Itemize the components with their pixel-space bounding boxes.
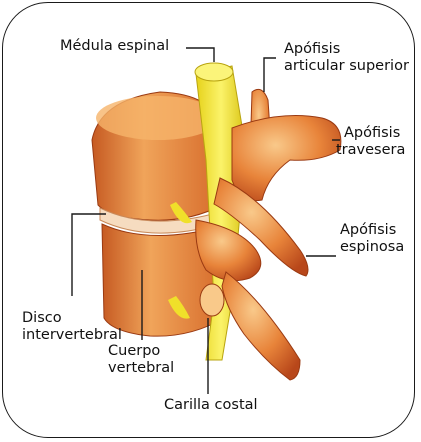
label-disco-line1: Disco xyxy=(22,310,62,327)
label-carilla-costal: Carilla costal xyxy=(164,397,258,414)
leader-articular xyxy=(264,58,276,92)
label-disco-line2: intervertebral xyxy=(22,327,122,344)
label-apofisis-articular-line1: Apófisis xyxy=(284,41,340,58)
label-apofisis-espinosa-line2: espinosa xyxy=(340,239,404,256)
transverse-process xyxy=(232,116,341,201)
label-apofisis-transversa-line2: travesera xyxy=(336,142,405,159)
leader-disco xyxy=(72,214,106,296)
label-apofisis-espinosa-line1: Apófisis xyxy=(340,222,396,239)
label-medula-espinal: Médula espinal xyxy=(60,38,169,55)
spinous-process-lower xyxy=(222,272,300,380)
costal-facet xyxy=(200,284,224,316)
label-apofisis-articular-line2: articular superior xyxy=(284,58,409,75)
label-cuerpo-line2: vertebral xyxy=(108,360,174,377)
label-apofisis-transversa-line1: Apófisis xyxy=(344,125,400,142)
leader-medula xyxy=(186,48,214,62)
label-cuerpo-line1: Cuerpo xyxy=(108,343,160,360)
